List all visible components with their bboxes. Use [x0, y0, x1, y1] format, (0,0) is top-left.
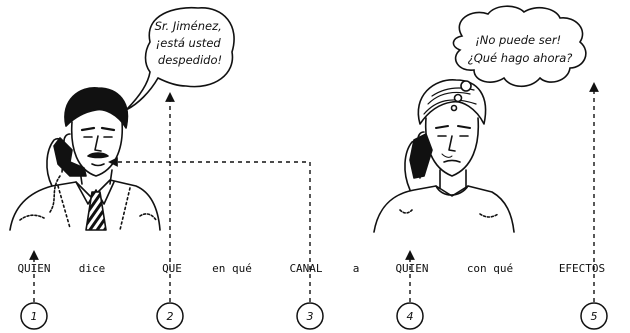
word-quien-1: QUIEN — [17, 262, 50, 275]
boss-speech-line-3: despedido! — [158, 53, 222, 67]
worker-thought-bubble: ¡No puede ser! ¿Qué hago ahora? — [450, 5, 587, 112]
marker-4-label: 4 — [407, 310, 414, 323]
word-a: a — [353, 262, 360, 275]
connector-arrows — [29, 82, 599, 302]
marker-1-label: 1 — [31, 310, 38, 323]
boss-figure — [9, 87, 161, 231]
svg-text:Sr. Jiménez, ¡está usted: Sr. Jiménez, ¡está usted despedido! — [155, 19, 226, 67]
marker-5: 5 — [580, 302, 608, 330]
word-dice: dice — [79, 262, 106, 275]
marker-2: 2 — [156, 302, 184, 330]
word-canal: CANAL — [289, 262, 322, 275]
word-con-que: con qué — [467, 262, 513, 275]
arrow-3 — [108, 157, 311, 302]
word-quien-2: QUIEN — [395, 262, 428, 275]
boss-speech-line-2: ¡está usted — [156, 36, 222, 50]
worker-thought-line-1: ¡No puede ser! — [475, 33, 561, 47]
numbered-markers: 1 2 3 4 5 — [20, 302, 608, 330]
boss-speech-bubble: Sr. Jiménez, ¡está usted despedido! — [125, 6, 235, 111]
svg-text:¡No puede ser! ¿Qué hago: ¡No puede ser! ¿Qué hago ahora? — [468, 33, 573, 65]
boss-speech-line-1: Sr. Jiménez, — [155, 19, 222, 33]
worker-thought-line-2: ¿Qué hago ahora? — [468, 51, 573, 65]
model-sentence: QUIEN dice QUE en qué CANAL a QUIEN con … — [17, 262, 605, 275]
marker-2-label: 2 — [167, 310, 174, 323]
word-efectos: EFECTOS — [559, 262, 605, 275]
word-que: QUE — [162, 262, 182, 275]
marker-1: 1 — [20, 302, 48, 330]
marker-4: 4 — [396, 302, 424, 330]
worker-figure — [373, 79, 515, 233]
word-en-que: en qué — [212, 262, 252, 275]
marker-5-label: 5 — [591, 310, 598, 323]
marker-3: 3 — [296, 302, 324, 330]
marker-3-label: 3 — [307, 310, 314, 323]
